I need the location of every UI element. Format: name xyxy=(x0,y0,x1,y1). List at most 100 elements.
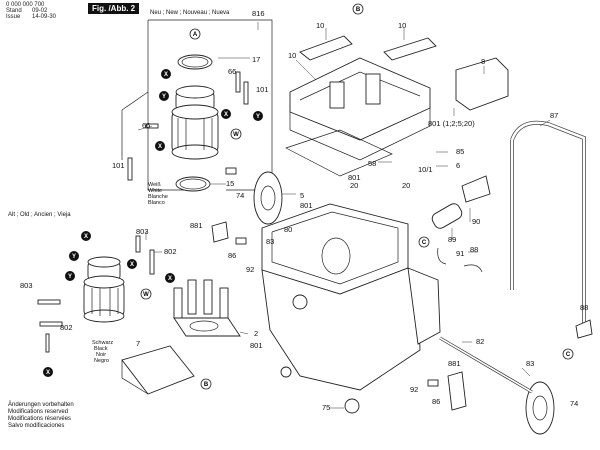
footnote-line-3: Modifications réservées xyxy=(8,416,72,422)
svg-text:W: W xyxy=(143,292,149,298)
label-801a: 801 xyxy=(300,201,313,210)
label-7: 7 xyxy=(136,339,140,348)
new-motor xyxy=(127,54,249,192)
tank xyxy=(261,203,441,414)
figure-badge: Fig. /Abb. 2 xyxy=(88,3,140,14)
part-labels: 816 10 10 8 17 10 66 101 66 101 15 5 801… xyxy=(20,9,588,412)
new-section-label: Neu ; New ; Nouveau ; Nueva xyxy=(150,10,230,16)
label-2: 2 xyxy=(254,329,258,338)
svg-text:X: X xyxy=(168,276,172,282)
marker-y4: Y xyxy=(65,271,75,281)
black-label-block: Schwarz Black Noir Negro xyxy=(92,340,113,364)
label-17: 17 xyxy=(252,55,260,64)
marker-b-top: B xyxy=(352,3,364,15)
leader-lines xyxy=(137,22,551,409)
svg-text:X: X xyxy=(46,370,50,376)
marker-w2: W xyxy=(140,288,152,300)
svg-text:Y: Y xyxy=(162,94,166,100)
label-86a: 86 xyxy=(228,251,236,260)
svg-text:A: A xyxy=(193,32,198,38)
svg-text:C: C xyxy=(422,240,427,246)
label-74b: 74 xyxy=(570,399,578,408)
label-801d: 801 xyxy=(250,341,263,350)
label-101b: 101 xyxy=(112,161,125,170)
label-803b: 803 xyxy=(20,281,33,290)
svg-text:Noir: Noir xyxy=(96,352,106,358)
label-802b: 802 xyxy=(60,323,73,332)
svg-text:Negro: Negro xyxy=(94,358,109,364)
label-10b: 10 xyxy=(398,21,406,30)
marker-x1: X xyxy=(161,69,171,79)
label-20a: 20 xyxy=(350,181,358,190)
label-816: 816 xyxy=(252,9,265,18)
label-58: 58 xyxy=(368,159,376,168)
svg-text:Y: Y xyxy=(72,254,76,260)
label-88a: 88 xyxy=(470,245,478,254)
svg-text:C: C xyxy=(566,352,571,358)
svg-text:Blanco: Blanco xyxy=(148,200,165,206)
lid-assembly xyxy=(289,35,509,161)
marker-x6: X xyxy=(165,273,175,283)
svg-text:White: White xyxy=(148,188,162,194)
footnote: Änderungen vorbehalten Modifications res… xyxy=(8,402,74,430)
label-881a: 881 xyxy=(190,221,203,230)
footnote-line-4: Salvo modificaciones xyxy=(8,423,65,429)
label-88b: 88 xyxy=(580,303,588,312)
footnote-line-2: Modifications reserved xyxy=(8,409,69,415)
label-83b: 83 xyxy=(526,359,534,368)
label-10a: 10 xyxy=(316,21,324,30)
svg-text:X: X xyxy=(164,72,168,78)
svg-text:X: X xyxy=(158,144,162,150)
marker-y1: Y xyxy=(159,91,169,101)
marker-c1: C xyxy=(418,236,430,248)
label-86b: 86 xyxy=(432,397,440,406)
label-87: 87 xyxy=(550,111,558,120)
marker-w1: W xyxy=(230,128,242,140)
wheels xyxy=(253,171,555,435)
svg-text:X: X xyxy=(224,112,228,118)
marker-y3: Y xyxy=(69,251,79,261)
svg-text:B: B xyxy=(356,7,361,13)
marker-x4: X xyxy=(81,231,91,241)
brackets xyxy=(211,221,467,411)
label-66a: 66 xyxy=(228,67,236,76)
label-10-1: 10/1 xyxy=(418,165,433,174)
svg-text:X: X xyxy=(84,234,88,240)
svg-text:Weiß: Weiß xyxy=(148,182,161,188)
stand-label: Stand xyxy=(6,8,22,14)
axle xyxy=(439,336,533,394)
stand-value: 09-02 xyxy=(32,8,48,14)
svg-text:X: X xyxy=(130,262,134,268)
svg-text:Blanche: Blanche xyxy=(148,194,168,200)
label-101a: 101 xyxy=(256,85,269,94)
label-801b: 801 xyxy=(348,173,361,182)
marker-x2: X xyxy=(221,109,231,119)
hose-connector xyxy=(431,175,491,273)
white-label-block: Weiß White Blanche Blanco xyxy=(148,182,168,206)
label-881b: 881 xyxy=(448,359,461,368)
handle-bar xyxy=(510,120,593,339)
label-89: 89 xyxy=(448,235,456,244)
svg-text:B: B xyxy=(204,382,209,388)
label-74a: 74 xyxy=(236,191,244,200)
label-15: 15 xyxy=(226,179,234,188)
old-section-label: Alt ; Old ; Ancien ; Vieja xyxy=(8,212,71,218)
issue-value: 14-09-30 xyxy=(32,14,57,20)
label-801c: 801 (1;2;5;20) xyxy=(428,119,475,128)
old-motor xyxy=(37,235,155,353)
svg-text:Y: Y xyxy=(256,114,260,120)
svg-text:Schwarz: Schwarz xyxy=(92,340,113,346)
label-803a: 803 xyxy=(136,227,149,236)
label-5: 5 xyxy=(300,191,304,200)
label-91: 91 xyxy=(456,249,464,258)
label-90: 90 xyxy=(472,217,480,226)
label-80: 80 xyxy=(284,225,292,234)
marker-x5: X xyxy=(127,259,137,269)
label-83a: 83 xyxy=(266,237,274,246)
filter-cage xyxy=(121,279,241,395)
label-802a: 802 xyxy=(164,247,177,256)
marker-y2: Y xyxy=(253,111,263,121)
marker-c2: C xyxy=(562,348,574,360)
doc-number: 0 000 000 700 xyxy=(6,2,45,8)
